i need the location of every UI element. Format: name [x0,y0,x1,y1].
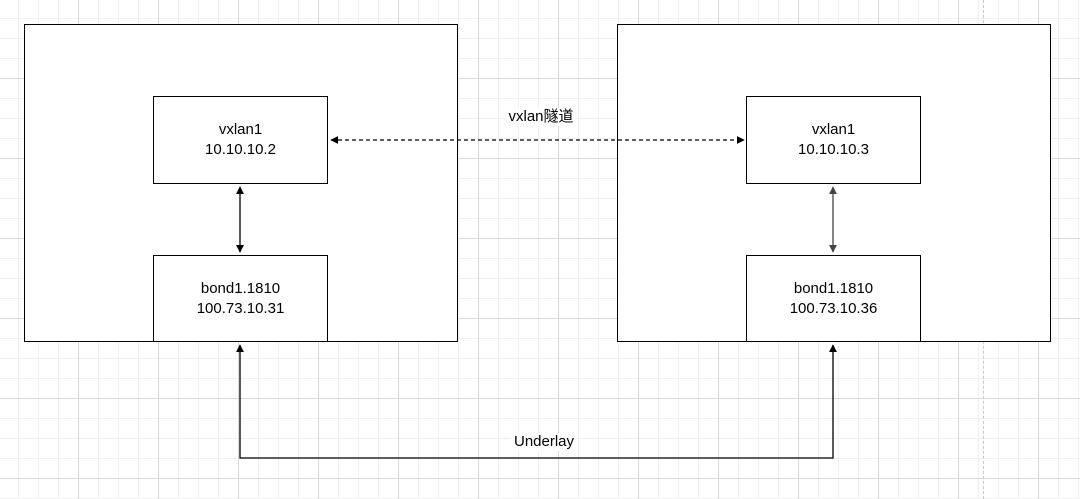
right-vxlan-ip: 10.10.10.3 [798,141,869,158]
underlay-label: Underlay [510,433,578,451]
left-bond-name: bond1.1810 [200,279,281,297]
right-bond-ip: 100.73.10.36 [789,299,878,317]
right-vxlan-node: vxlan1 10.10.10.3 [746,96,921,184]
tunnel-label: vxlan隧道 [505,108,577,126]
left-vxlan-ip: 10.10.10.2 [205,141,276,158]
right-bond-node: bond1.1810 100.73.10.36 [746,255,921,342]
left-bond-node: bond1.1810 100.73.10.31 [153,255,328,342]
left-vxlan-name: vxlan1 [218,121,263,138]
left-vxlan-node: vxlan1 10.10.10.2 [153,96,328,184]
right-vxlan-name: vxlan1 [811,121,856,138]
left-bond-ip: 100.73.10.31 [196,299,285,317]
right-bond-name: bond1.1810 [793,279,874,297]
